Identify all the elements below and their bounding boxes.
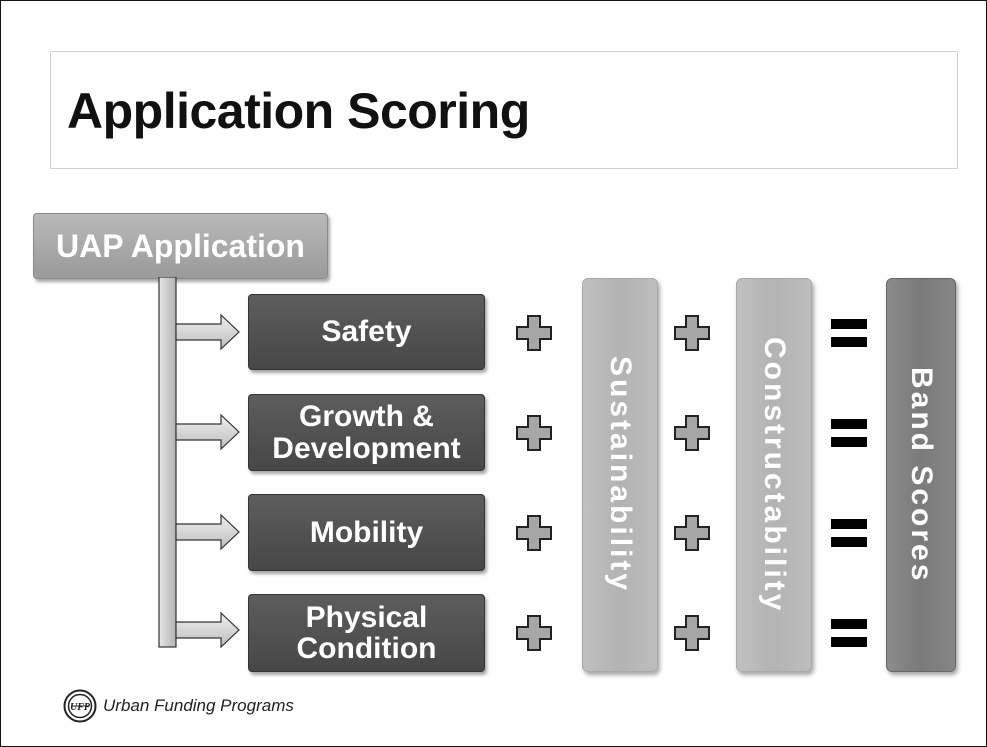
modifier-constructability: Constructability [736,278,812,672]
modifier-sustainability: Sustainability [582,278,658,672]
logo-text: UFP [70,702,91,713]
category-growth-development: Growth & Development [248,394,485,471]
plus-icon [674,315,710,351]
plus-icon [674,515,710,551]
category-label-line1: Safety [321,315,412,349]
category-physical-condition: Physical Condition [248,594,485,672]
footer: UFP Urban Funding Programs [63,689,294,723]
category-label-line1: Growth & [298,400,434,433]
connector-arrow-4 [175,611,240,649]
plus-icon [516,615,552,651]
category-label-line1: Mobility [309,515,424,549]
modifier-constructability-label: Constructability [758,336,791,614]
equals-icon [831,419,867,447]
modifier-sustainability-label: Sustainability [604,356,637,594]
result-band-scores: Band Scores [886,278,956,672]
category-label-line2: Development [272,431,461,465]
equals-icon [831,319,867,347]
title-box: Application Scoring [50,51,958,169]
plus-icon [674,615,710,651]
category-label-line2: Condition [296,632,437,665]
connector-arrow-2 [175,413,240,451]
equals-icon [831,619,867,647]
category-mobility: Mobility [248,494,485,571]
plus-icon [516,315,552,351]
result-band-scores-label: Band Scores [905,366,938,584]
uap-application-node: UAP Application [33,213,328,279]
plus-icon [516,515,552,551]
plus-icon [674,415,710,451]
connector-arrow-1 [175,313,240,351]
connector-trunk [158,277,177,648]
connector-arrows [158,277,240,649]
category-label-line1: Physical [305,600,428,634]
footer-label: Urban Funding Programs [103,696,294,715]
equals-icon [831,519,867,547]
ufp-logo-icon: UFP [63,689,97,723]
page-title: Application Scoring [67,83,530,139]
plus-icon [516,415,552,451]
category-safety: Safety [248,294,485,370]
connector-arrow-3 [175,513,240,551]
